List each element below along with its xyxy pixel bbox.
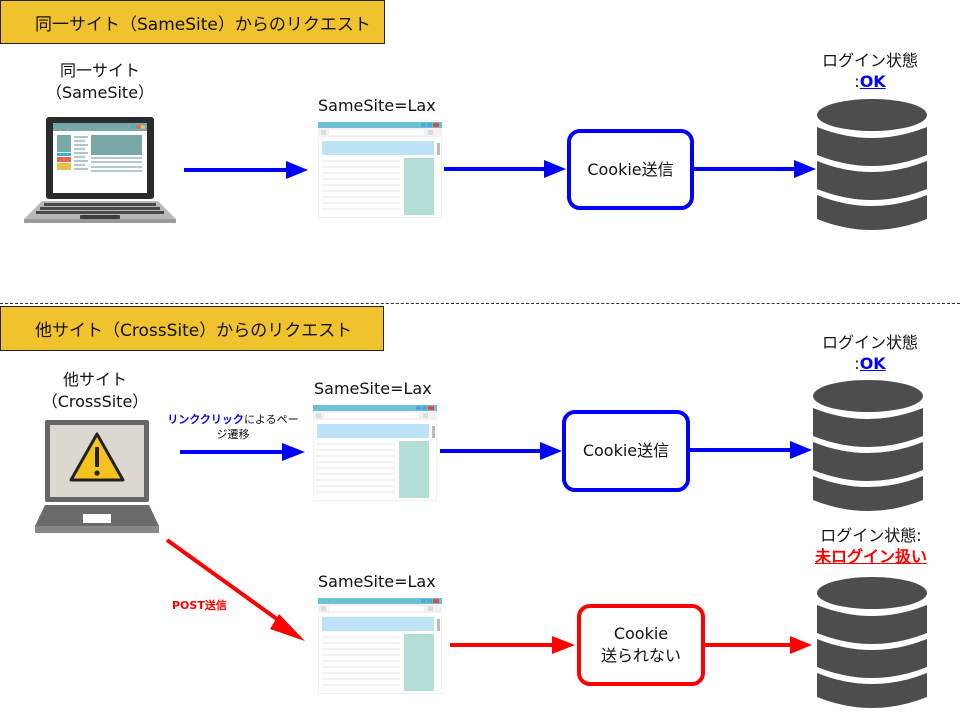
laptop-icon <box>24 117 176 223</box>
samesite-origin-label-line1: 同一サイト <box>59 61 140 80</box>
cookie-not-sent-box: Cookie 送られない <box>577 604 705 686</box>
cookie-attribute-label: SameSite=Lax <box>318 96 436 115</box>
cookie-attribute-label: SameSite=Lax <box>318 572 436 591</box>
crosssite-origin-label: 他サイト （CrossSite） <box>25 369 165 413</box>
cookie-sent-label: Cookie送信 <box>582 441 670 460</box>
warning-laptop-icon <box>35 420 159 533</box>
login-status-prefix: : <box>854 72 860 91</box>
link-click-note: リンククリックによるペー ジ遷移 <box>166 412 300 442</box>
crosssite-origin-label-line2: （CrossSite） <box>41 392 149 411</box>
cookie-sent-box: Cookie送信 <box>562 410 690 492</box>
section-divider <box>0 303 960 304</box>
link-click-highlight: リンククリック <box>167 413 244 426</box>
login-status-value: OK <box>859 72 886 91</box>
link-click-note-rest: によるペー <box>243 413 299 426</box>
login-status-prefix: : <box>854 354 860 373</box>
login-status-value: 未ログイン扱い <box>814 547 927 566</box>
samesite-origin-label: 同一サイト （SameSite） <box>30 60 170 104</box>
login-status-label: ログイン状態: <box>820 526 922 545</box>
samesite-section-banner: 同一サイト（SameSite）からのリクエスト <box>0 0 385 44</box>
cookie-not-sent-label-line1: Cookie <box>613 624 669 643</box>
login-status-label: ログイン状態 <box>821 333 918 352</box>
login-status: ログイン状態 :OK <box>800 50 940 92</box>
crosssite-origin-label-line1: 他サイト <box>62 370 127 389</box>
post-request-note: POST送信 <box>172 599 227 612</box>
login-status-value: OK <box>859 354 886 373</box>
cookie-sent-label: Cookie送信 <box>587 159 674 179</box>
database-icon <box>817 577 927 713</box>
cookie-sent-box: Cookie送信 <box>567 129 694 210</box>
login-status: ログイン状態 :OK <box>800 332 940 374</box>
link-click-note-line2: ジ遷移 <box>216 428 250 441</box>
login-status-not-logged-in: ログイン状態: 未ログイン扱い <box>798 525 944 567</box>
samesite-origin-label-line2: （SameSite） <box>45 83 155 102</box>
cookie-attribute-label: SameSite=Lax <box>314 379 432 398</box>
crosssite-section-banner: 他サイト（CrossSite）からのリクエスト <box>0 306 384 351</box>
cookie-not-sent-label-line2: 送られない <box>600 646 681 665</box>
login-status-label: ログイン状態 <box>821 51 918 70</box>
